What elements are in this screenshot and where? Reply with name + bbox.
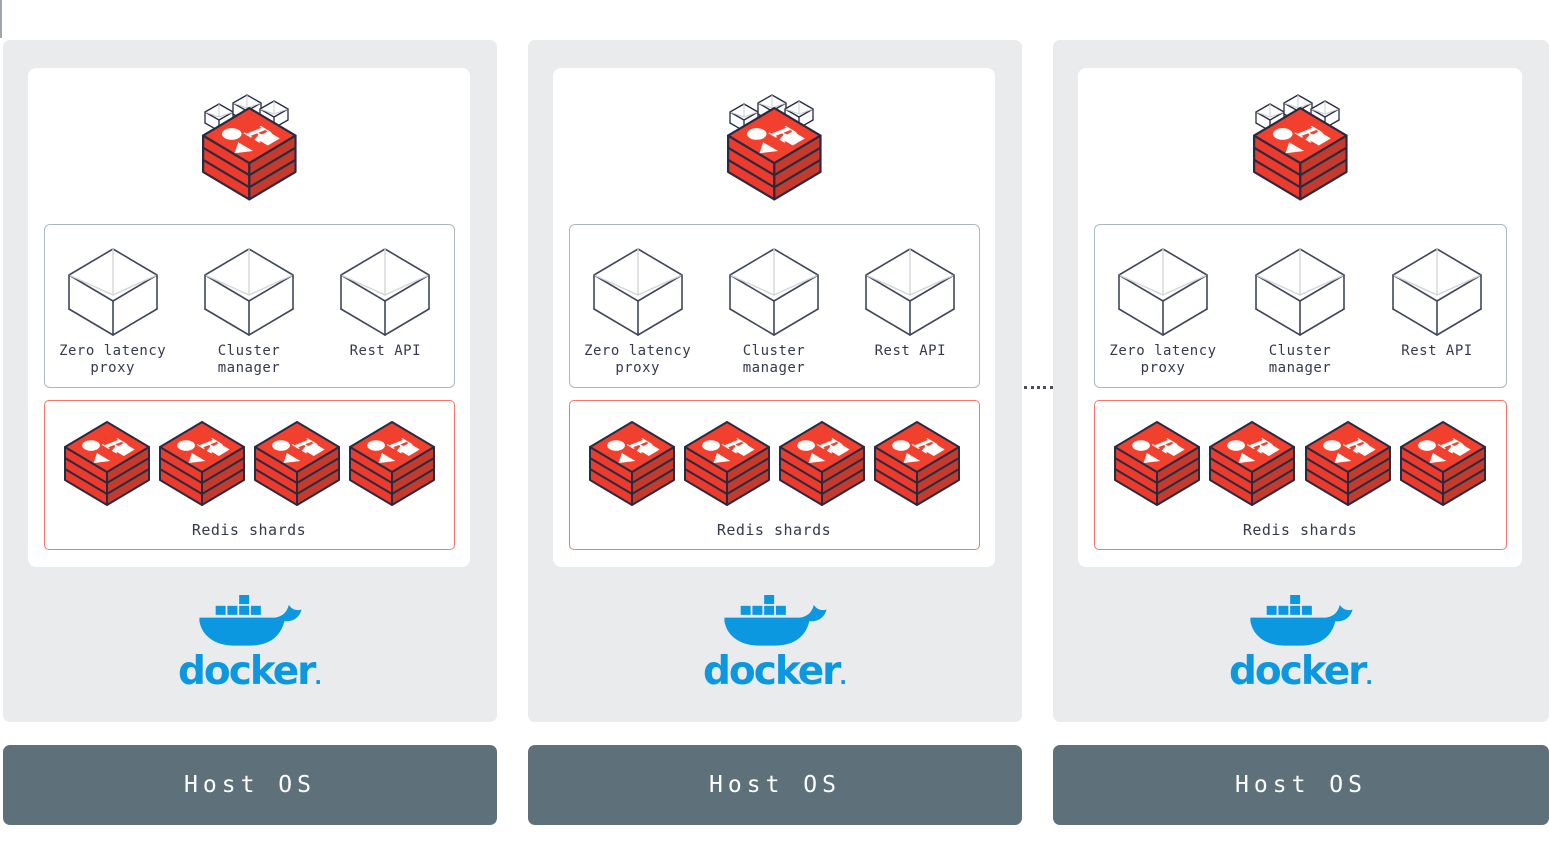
redis-node-column: Zero latency proxy Cluster manager bbox=[3, 0, 497, 866]
isometric-box-icon bbox=[1255, 248, 1345, 336]
node-continuation-dotted-line bbox=[1024, 386, 1053, 389]
component-rest-api: Rest API bbox=[842, 225, 978, 387]
redis-cluster-icon bbox=[724, 94, 824, 202]
redis-shard-icon bbox=[683, 421, 770, 506]
docker-wordmark: docker. bbox=[702, 649, 847, 694]
redis-shard-icon bbox=[778, 421, 865, 506]
redis-shard-icon bbox=[63, 421, 150, 506]
components-box: Zero latency proxy Cluster manager bbox=[1093, 224, 1507, 388]
component-label: Zero latency proxy bbox=[1109, 343, 1217, 376]
host-os-label: Host OS bbox=[1235, 772, 1367, 798]
redis-shards-row bbox=[570, 421, 979, 507]
component-rest-api: Rest API bbox=[317, 225, 453, 387]
docker-whale-icon bbox=[724, 595, 827, 646]
docker-logo: docker. bbox=[1053, 593, 1549, 698]
redis-shards-label: Redis shards bbox=[191, 521, 307, 539]
redis-shard-icon bbox=[253, 421, 340, 506]
host-os-label: Host OS bbox=[709, 772, 841, 798]
components-box: Zero latency proxy Cluster manager bbox=[568, 224, 980, 388]
docker-container-panel: Zero latency proxy Cluster manager bbox=[528, 40, 1022, 722]
redis-cluster-icon bbox=[1250, 94, 1350, 202]
redis-shards-box: Redis shards bbox=[568, 400, 980, 550]
redis-shards-label: Redis shards bbox=[1242, 521, 1358, 539]
isometric-box-icon bbox=[1118, 248, 1208, 336]
redis-shard-icon bbox=[1209, 421, 1296, 506]
component-zero-latency-proxy: Zero latency proxy bbox=[570, 225, 706, 387]
redis-shard-icon bbox=[1113, 421, 1200, 506]
redis-shard-icon bbox=[158, 421, 245, 506]
component-label: Zero latency proxy bbox=[584, 343, 692, 376]
docker-whale-icon bbox=[199, 595, 302, 646]
component-zero-latency-proxy: Zero latency proxy bbox=[45, 225, 181, 387]
redis-shards-box: Redis shards bbox=[1093, 400, 1507, 550]
component-label: Zero latency proxy bbox=[59, 343, 167, 376]
docker-logo: docker. bbox=[3, 593, 497, 698]
redis-shards-row bbox=[45, 421, 454, 507]
isometric-box-icon bbox=[204, 248, 294, 336]
docker-trademark-dot: . bbox=[1365, 665, 1373, 689]
redis-shard-icon bbox=[348, 421, 435, 506]
docker-logo: docker. bbox=[528, 593, 1022, 698]
isometric-box-icon bbox=[865, 248, 956, 336]
docker-container-panel: Zero latency proxy Cluster manager bbox=[3, 40, 497, 722]
component-label: Rest API bbox=[349, 343, 422, 359]
host-os-bar: Host OS bbox=[1053, 745, 1549, 825]
components-box: Zero latency proxy Cluster manager bbox=[43, 224, 455, 388]
host-os-bar: Host OS bbox=[528, 745, 1022, 825]
redis-cluster-icon bbox=[199, 94, 299, 202]
component-cluster-manager: Cluster manager bbox=[181, 225, 317, 387]
docker-wordmark: docker. bbox=[1228, 649, 1373, 694]
component-label: Cluster manager bbox=[1268, 343, 1332, 376]
redis-shard-icon bbox=[873, 421, 960, 506]
component-zero-latency-proxy: Zero latency proxy bbox=[1095, 225, 1232, 387]
component-label: Cluster manager bbox=[217, 343, 281, 376]
redis-enterprise-card: Zero latency proxy Cluster manager bbox=[553, 68, 995, 567]
host-os-bar: Host OS bbox=[3, 745, 497, 825]
component-cluster-manager: Cluster manager bbox=[706, 225, 842, 387]
redis-node-column: Zero latency proxy Cluster manager bbox=[528, 0, 1022, 866]
isometric-box-icon bbox=[1392, 248, 1482, 336]
redis-shard-icon bbox=[588, 421, 675, 506]
component-label: Rest API bbox=[874, 343, 947, 359]
host-os-label: Host OS bbox=[184, 772, 316, 798]
docker-whale-icon bbox=[1250, 595, 1353, 646]
redis-shards-box: Redis shards bbox=[43, 400, 455, 550]
docker-container-panel: Zero latency proxy Cluster manager bbox=[1053, 40, 1549, 722]
component-rest-api: Rest API bbox=[1369, 225, 1506, 387]
isometric-box-icon bbox=[729, 248, 819, 336]
component-label: Rest API bbox=[1401, 343, 1473, 359]
screen-edge-line bbox=[0, 0, 2, 38]
docker-trademark-dot: . bbox=[839, 665, 847, 689]
redis-node-column: Zero latency proxy Cluster manager bbox=[1053, 0, 1549, 866]
docker-wordmark: docker. bbox=[177, 649, 322, 694]
isometric-box-icon bbox=[67, 248, 158, 336]
component-label: Cluster manager bbox=[742, 343, 806, 376]
redis-shard-icon bbox=[1400, 421, 1487, 506]
redis-enterprise-card: Zero latency proxy Cluster manager bbox=[28, 68, 470, 567]
redis-shards-row bbox=[1095, 421, 1506, 507]
redis-shards-label: Redis shards bbox=[716, 521, 832, 539]
nodes-row: Zero latency proxy Cluster manager bbox=[3, 0, 1549, 866]
redis-enterprise-card: Zero latency proxy Cluster manager bbox=[1078, 68, 1522, 567]
docker-trademark-dot: . bbox=[314, 665, 322, 689]
redis-shard-icon bbox=[1304, 421, 1391, 506]
isometric-box-icon bbox=[340, 248, 431, 336]
isometric-box-icon bbox=[592, 248, 683, 336]
component-cluster-manager: Cluster manager bbox=[1232, 225, 1369, 387]
